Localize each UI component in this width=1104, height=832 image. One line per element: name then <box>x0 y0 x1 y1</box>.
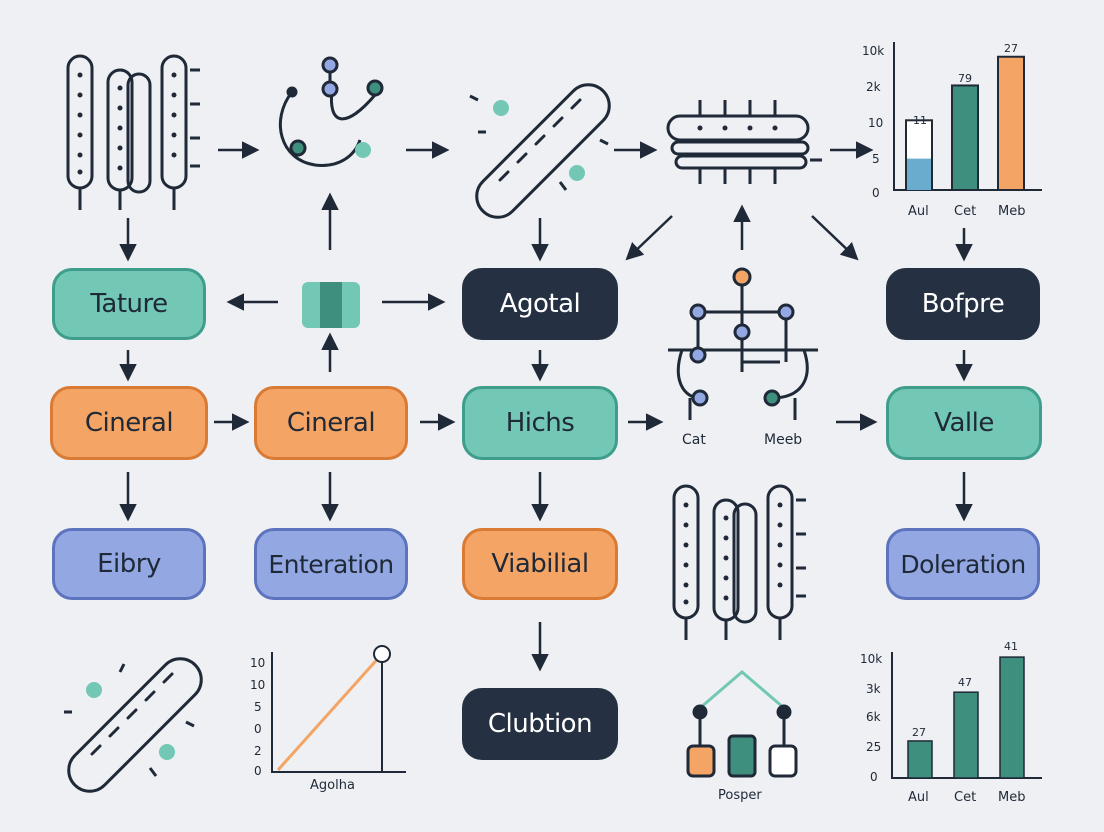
chart1-xtick: Meb <box>998 204 1026 219</box>
chart1-ytick: 10k <box>862 44 885 58</box>
chart1-bar <box>951 84 979 191</box>
chart2-end-point <box>373 645 391 663</box>
node-clubtion[interactable]: Clubtion <box>462 688 618 760</box>
node-hichs[interactable]: Hichs <box>462 386 618 460</box>
chart2-ytick: 2 <box>254 744 262 758</box>
chart1-ytick: 10 <box>868 116 884 130</box>
chart3-xtick: Meb <box>998 790 1026 805</box>
chart3-bar <box>999 656 1025 779</box>
rod-cells-icon <box>672 484 806 640</box>
house-label: Posper <box>718 788 762 803</box>
node-bofpre[interactable]: Bofpre <box>886 268 1040 340</box>
branching-network-icon <box>668 267 818 420</box>
split-tile-icon <box>302 282 360 328</box>
chart2-line <box>276 645 391 772</box>
chart1-ytick: 0 <box>872 186 880 200</box>
network-label-left: Cat <box>682 432 706 448</box>
chart2-ytick: 5 <box>254 700 262 714</box>
chart3-ytick: 25 <box>866 740 882 754</box>
node-agotal[interactable]: Agotal <box>462 268 618 340</box>
rod-cells-icon <box>66 54 200 210</box>
house-network-icon <box>686 670 798 778</box>
node-cineral-left[interactable]: Cineral <box>50 386 208 460</box>
chart3-xtick: Cet <box>954 790 977 805</box>
chart1-data-label: 11 <box>913 114 927 127</box>
molecule-network-icon <box>278 56 384 167</box>
chart3-data-label: 27 <box>912 726 926 739</box>
chart2-ytick: 0 <box>254 764 262 778</box>
node-cineral-mid[interactable]: Cineral <box>254 386 408 460</box>
chart1-xtick: Aul <box>908 204 929 219</box>
chart3-bar <box>953 691 979 779</box>
chart1-bars <box>905 55 1025 191</box>
chart3-xtick: Aul <box>908 790 929 805</box>
chart2-series-line <box>276 652 384 772</box>
chart3-bars <box>907 656 1025 779</box>
chart1-ytick: 2k <box>866 80 881 94</box>
chart3-data-label: 41 <box>1004 640 1018 653</box>
connector-arrows <box>119 141 973 672</box>
bacterium-icon <box>64 657 203 793</box>
chart2-xlabel: Agolha <box>310 778 355 793</box>
chart3-data-label: 47 <box>958 676 972 689</box>
chart2-ytick: 10 <box>250 656 266 670</box>
chart2-ytick: 10 <box>250 678 266 692</box>
chart1-bar-fill <box>907 158 931 190</box>
chart3-bar <box>907 740 933 779</box>
chart3-ytick: 3k <box>866 682 881 696</box>
chart-axes <box>271 42 1042 779</box>
node-enteration[interactable]: Enteration <box>254 528 408 600</box>
chart3-ytick: 0 <box>870 770 878 784</box>
chart1-ytick: 5 <box>872 152 880 166</box>
network-label-right: Meeb <box>764 432 803 448</box>
chart1-data-label: 79 <box>958 72 972 85</box>
node-tature[interactable]: Tature <box>52 268 206 340</box>
membrane-layer-icon <box>666 100 822 184</box>
chart3-ytick: 10k <box>860 652 883 666</box>
chart3-ytick: 6k <box>866 710 881 724</box>
chart1-data-label: 27 <box>1004 42 1018 55</box>
node-eibry[interactable]: Eibry <box>52 528 206 600</box>
chart2-ytick: 0 <box>254 722 262 736</box>
node-doleration[interactable]: Doleration <box>886 528 1040 600</box>
node-viabilial[interactable]: Viabilial <box>462 528 618 600</box>
chart1-bar <box>997 55 1025 191</box>
node-valle[interactable]: Valle <box>886 386 1042 460</box>
chart1-xtick: Cet <box>954 204 977 219</box>
bacterium-icon <box>469 83 611 219</box>
